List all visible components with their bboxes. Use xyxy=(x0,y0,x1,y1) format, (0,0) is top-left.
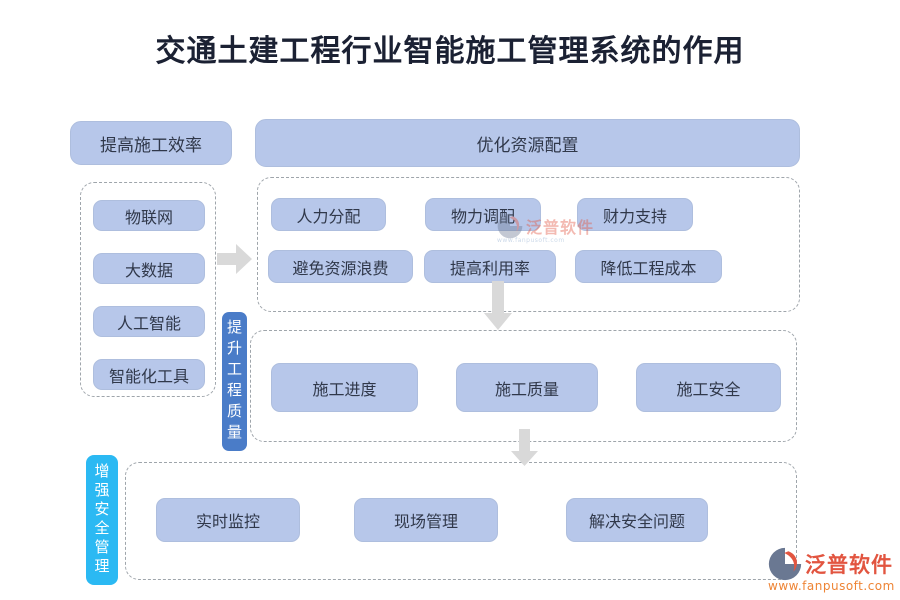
group-technologies: 物联网 大数据 人工智能 智能化工具 xyxy=(80,182,216,397)
node-material-dispatch: 物力调配 xyxy=(425,198,541,231)
node-realtime-monitoring: 实时监控 xyxy=(156,498,300,542)
group-safety: 实时监控 现场管理 解决安全问题 xyxy=(125,462,797,580)
watermark-url-text: www.fanpusoft.com xyxy=(768,579,895,593)
node-iot: 物联网 xyxy=(93,200,205,231)
node-construction-safety: 施工安全 xyxy=(636,363,781,412)
fanpu-logo-icon xyxy=(768,547,802,581)
tab-enhance-safety: 增强安全管理 xyxy=(86,455,118,585)
node-smart-tools: 智能化工具 xyxy=(93,359,205,390)
node-bigdata: 大数据 xyxy=(93,253,205,284)
header-improve-efficiency: 提高施工效率 xyxy=(70,121,232,165)
watermark-corner: 泛普软件 www.fanpusoft.com xyxy=(768,547,895,593)
node-solve-safety-issues: 解决安全问题 xyxy=(566,498,708,542)
group-resources: 人力分配 物力调配 财力支持 避免资源浪费 提高利用率 降低工程成本 xyxy=(257,177,800,312)
arrow-right-icon xyxy=(217,244,252,274)
node-improve-utilization: 提高利用率 xyxy=(424,250,556,283)
node-manpower-allocation: 人力分配 xyxy=(271,198,386,231)
arrow-down-icon xyxy=(511,429,538,466)
watermark-brand-text: 泛普软件 xyxy=(526,218,595,237)
fanpu-logo-icon xyxy=(497,213,523,239)
node-ai: 人工智能 xyxy=(93,306,205,337)
node-reduce-cost: 降低工程成本 xyxy=(575,250,722,283)
watermark-brand-text: 泛普软件 xyxy=(805,553,893,577)
header-optimize-resources: 优化资源配置 xyxy=(255,119,800,167)
node-site-management: 现场管理 xyxy=(354,498,498,542)
tab-improve-quality: 提升工程质量 xyxy=(222,312,247,451)
watermark-url-text: www.fanpusoft.com xyxy=(497,237,565,244)
node-construction-quality: 施工质量 xyxy=(456,363,598,412)
node-construction-progress: 施工进度 xyxy=(271,363,418,412)
node-avoid-waste: 避免资源浪费 xyxy=(268,250,413,283)
node-financial-support: 财力支持 xyxy=(577,198,693,231)
group-quality: 施工进度 施工质量 施工安全 xyxy=(250,330,797,442)
page-title: 交通土建工程行业智能施工管理系统的作用 xyxy=(155,34,745,69)
arrow-down-icon xyxy=(484,281,512,330)
watermark-center: 泛普软件 www.fanpusoft.com xyxy=(497,213,594,244)
